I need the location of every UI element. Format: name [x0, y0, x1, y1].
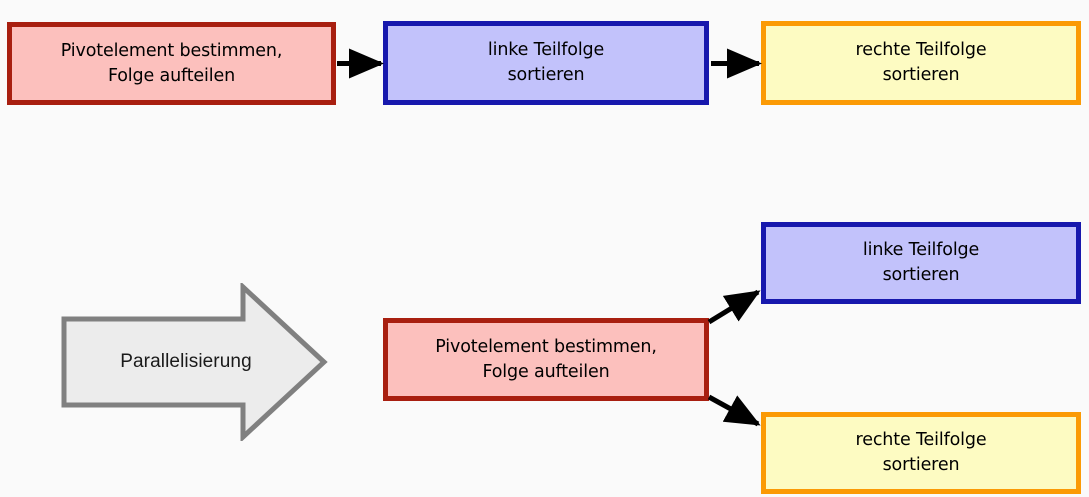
- node-label-line2: Folge aufteilen: [107, 65, 236, 86]
- node-label-line2: sortieren: [882, 265, 960, 285]
- parallelisierung-label: Parallelisierung: [120, 351, 252, 372]
- node-label-line2: sortieren: [882, 455, 960, 475]
- node-parallel-pivot[interactable]: Pivotelement bestimmen, Folge aufteilen: [383, 318, 709, 401]
- node-label-line1: linke Teilfolge: [487, 40, 605, 61]
- connector-par-pivot-to-left: [707, 289, 761, 325]
- node-sequential-pivot[interactable]: Pivotelement bestimmen, Folge aufteilen: [7, 22, 336, 105]
- node-label-line1: Pivotelement bestimmen,: [60, 40, 283, 61]
- node-label-line1: linke Teilfolge: [862, 240, 980, 261]
- node-label-line2: sortieren: [882, 65, 960, 85]
- node-sequential-sort-right[interactable]: rechte Teilfolge sortieren: [761, 21, 1081, 105]
- connector-par-pivot-to-right: [707, 394, 761, 427]
- parallelisierung-arrow-icon: [61, 283, 328, 441]
- node-label-line1: Pivotelement bestimmen,: [435, 336, 657, 357]
- node-label-line1: rechte Teilfolge: [855, 430, 987, 451]
- node-parallel-sort-left[interactable]: linke Teilfolge sortieren: [761, 222, 1081, 304]
- node-label-line2: Folge aufteilen: [482, 361, 610, 382]
- node-parallel-sort-right[interactable]: rechte Teilfolge sortieren: [761, 412, 1081, 494]
- node-sequential-sort-left[interactable]: linke Teilfolge sortieren: [383, 21, 709, 105]
- node-label-line1: rechte Teilfolge: [855, 40, 987, 61]
- node-label-line2: sortieren: [507, 65, 585, 85]
